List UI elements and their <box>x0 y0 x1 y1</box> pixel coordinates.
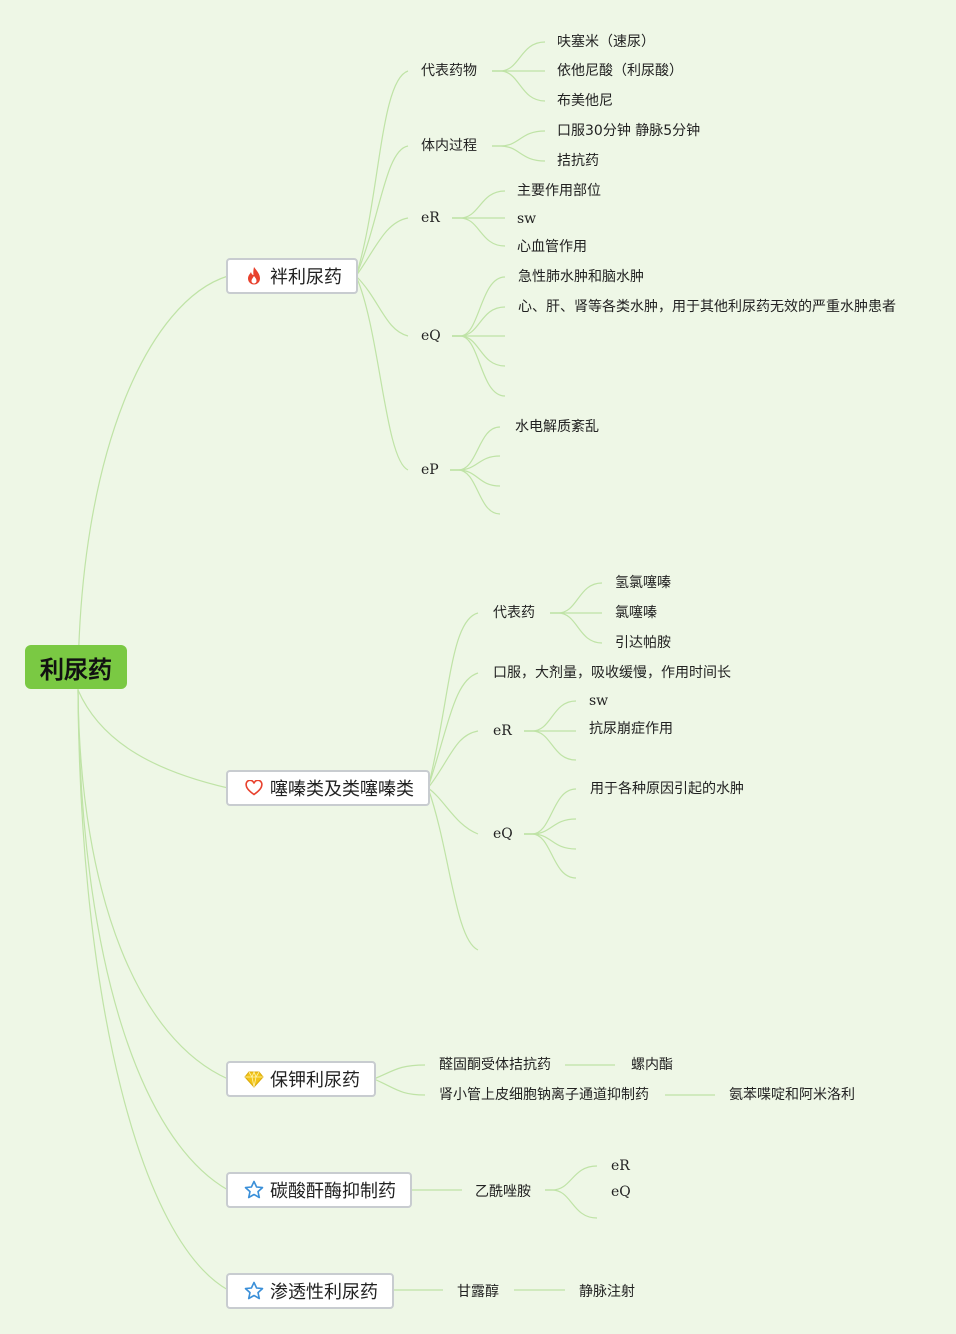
branch-label: 袢利尿药 <box>270 267 342 288</box>
leaf-label[interactable]: 氢氯噻嗪 <box>615 575 671 591</box>
diamond-icon <box>244 1069 264 1089</box>
topic-label[interactable]: eP <box>421 462 439 478</box>
leaf-label[interactable]: 氨苯喋啶和阿米洛利 <box>729 1087 855 1103</box>
star-icon <box>244 1281 264 1301</box>
leaf-label[interactable]: 心血管作用 <box>517 239 587 255</box>
topic-label[interactable]: eQ <box>421 328 441 344</box>
leaf-label[interactable]: 主要作用部位 <box>517 183 601 199</box>
leaf-label[interactable]: sw <box>517 211 537 227</box>
root-topic[interactable]: 利尿药 <box>25 645 127 689</box>
heart-icon <box>244 778 264 798</box>
leaf-label[interactable]: 水电解质紊乱 <box>515 419 599 435</box>
topic-label[interactable]: 肾小管上皮细胞钠离子通道抑制药 <box>439 1087 649 1103</box>
star-icon <box>244 1180 264 1200</box>
fire-icon <box>244 266 264 286</box>
leaf-label[interactable]: eR <box>611 1158 630 1174</box>
leaf-label[interactable]: 用于各种原因引起的水肿 <box>590 781 744 797</box>
leaf-label[interactable]: 心、肝、肾等各类水肿，用于其他利尿药无效的严重水肿患者 <box>518 299 896 315</box>
branch-label: 渗透性利尿药 <box>270 1282 378 1303</box>
leaf-label[interactable]: 依他尼酸（利尿酸） <box>557 63 683 79</box>
leaf-label[interactable]: 拮抗药 <box>557 153 599 169</box>
topic-label[interactable]: 代表药物 <box>421 63 477 79</box>
leaf-label[interactable]: 静脉注射 <box>579 1284 635 1300</box>
leaf-label[interactable]: 氯噻嗪 <box>615 605 657 621</box>
leaf-label[interactable]: 螺内酯 <box>631 1057 673 1073</box>
branch-potassium-sparing[interactable]: 保钾利尿药 <box>226 1061 376 1097</box>
branch-osmotic-diuretics[interactable]: 渗透性利尿药 <box>226 1273 394 1309</box>
topic-label[interactable]: 口服，大剂量，吸收缓慢，作用时间长 <box>493 665 731 681</box>
leaf-label[interactable]: 急性肺水肿和脑水肿 <box>518 269 644 285</box>
leaf-label[interactable]: 呋塞米（速尿） <box>557 34 655 50</box>
topic-label[interactable]: 代表药 <box>493 605 535 621</box>
leaf-label[interactable]: sw <box>589 693 609 709</box>
branch-label: 碳酸酐酶抑制药 <box>270 1181 396 1202</box>
topic-label[interactable]: 甘露醇 <box>457 1284 499 1300</box>
leaf-label[interactable]: 抗尿崩症作用 <box>589 721 673 737</box>
topic-label[interactable]: 乙酰唑胺 <box>475 1184 531 1200</box>
branch-label: 噻嗪类及类噻嗪类 <box>270 779 414 800</box>
leaf-label[interactable]: 口服30分钟 静脉5分钟 <box>557 123 701 139</box>
topic-label[interactable]: eQ <box>493 826 513 842</box>
topic-label[interactable]: 醛固酮受体拮抗药 <box>439 1057 551 1073</box>
leaf-label[interactable]: 布美他尼 <box>557 93 613 109</box>
topic-label[interactable]: eR <box>493 723 512 739</box>
leaf-label[interactable]: 引达帕胺 <box>615 635 671 651</box>
branch-thiazides[interactable]: 噻嗪类及类噻嗪类 <box>226 770 430 806</box>
branch-loop-diuretics[interactable]: 袢利尿药 <box>226 258 358 294</box>
leaf-label[interactable]: eQ <box>611 1184 631 1200</box>
topic-label[interactable]: 体内过程 <box>421 138 477 154</box>
topic-label[interactable]: eR <box>421 210 440 226</box>
branch-carbonic-anhydrase-inhibitors[interactable]: 碳酸酐酶抑制药 <box>226 1172 412 1208</box>
branch-label: 保钾利尿药 <box>270 1070 360 1091</box>
